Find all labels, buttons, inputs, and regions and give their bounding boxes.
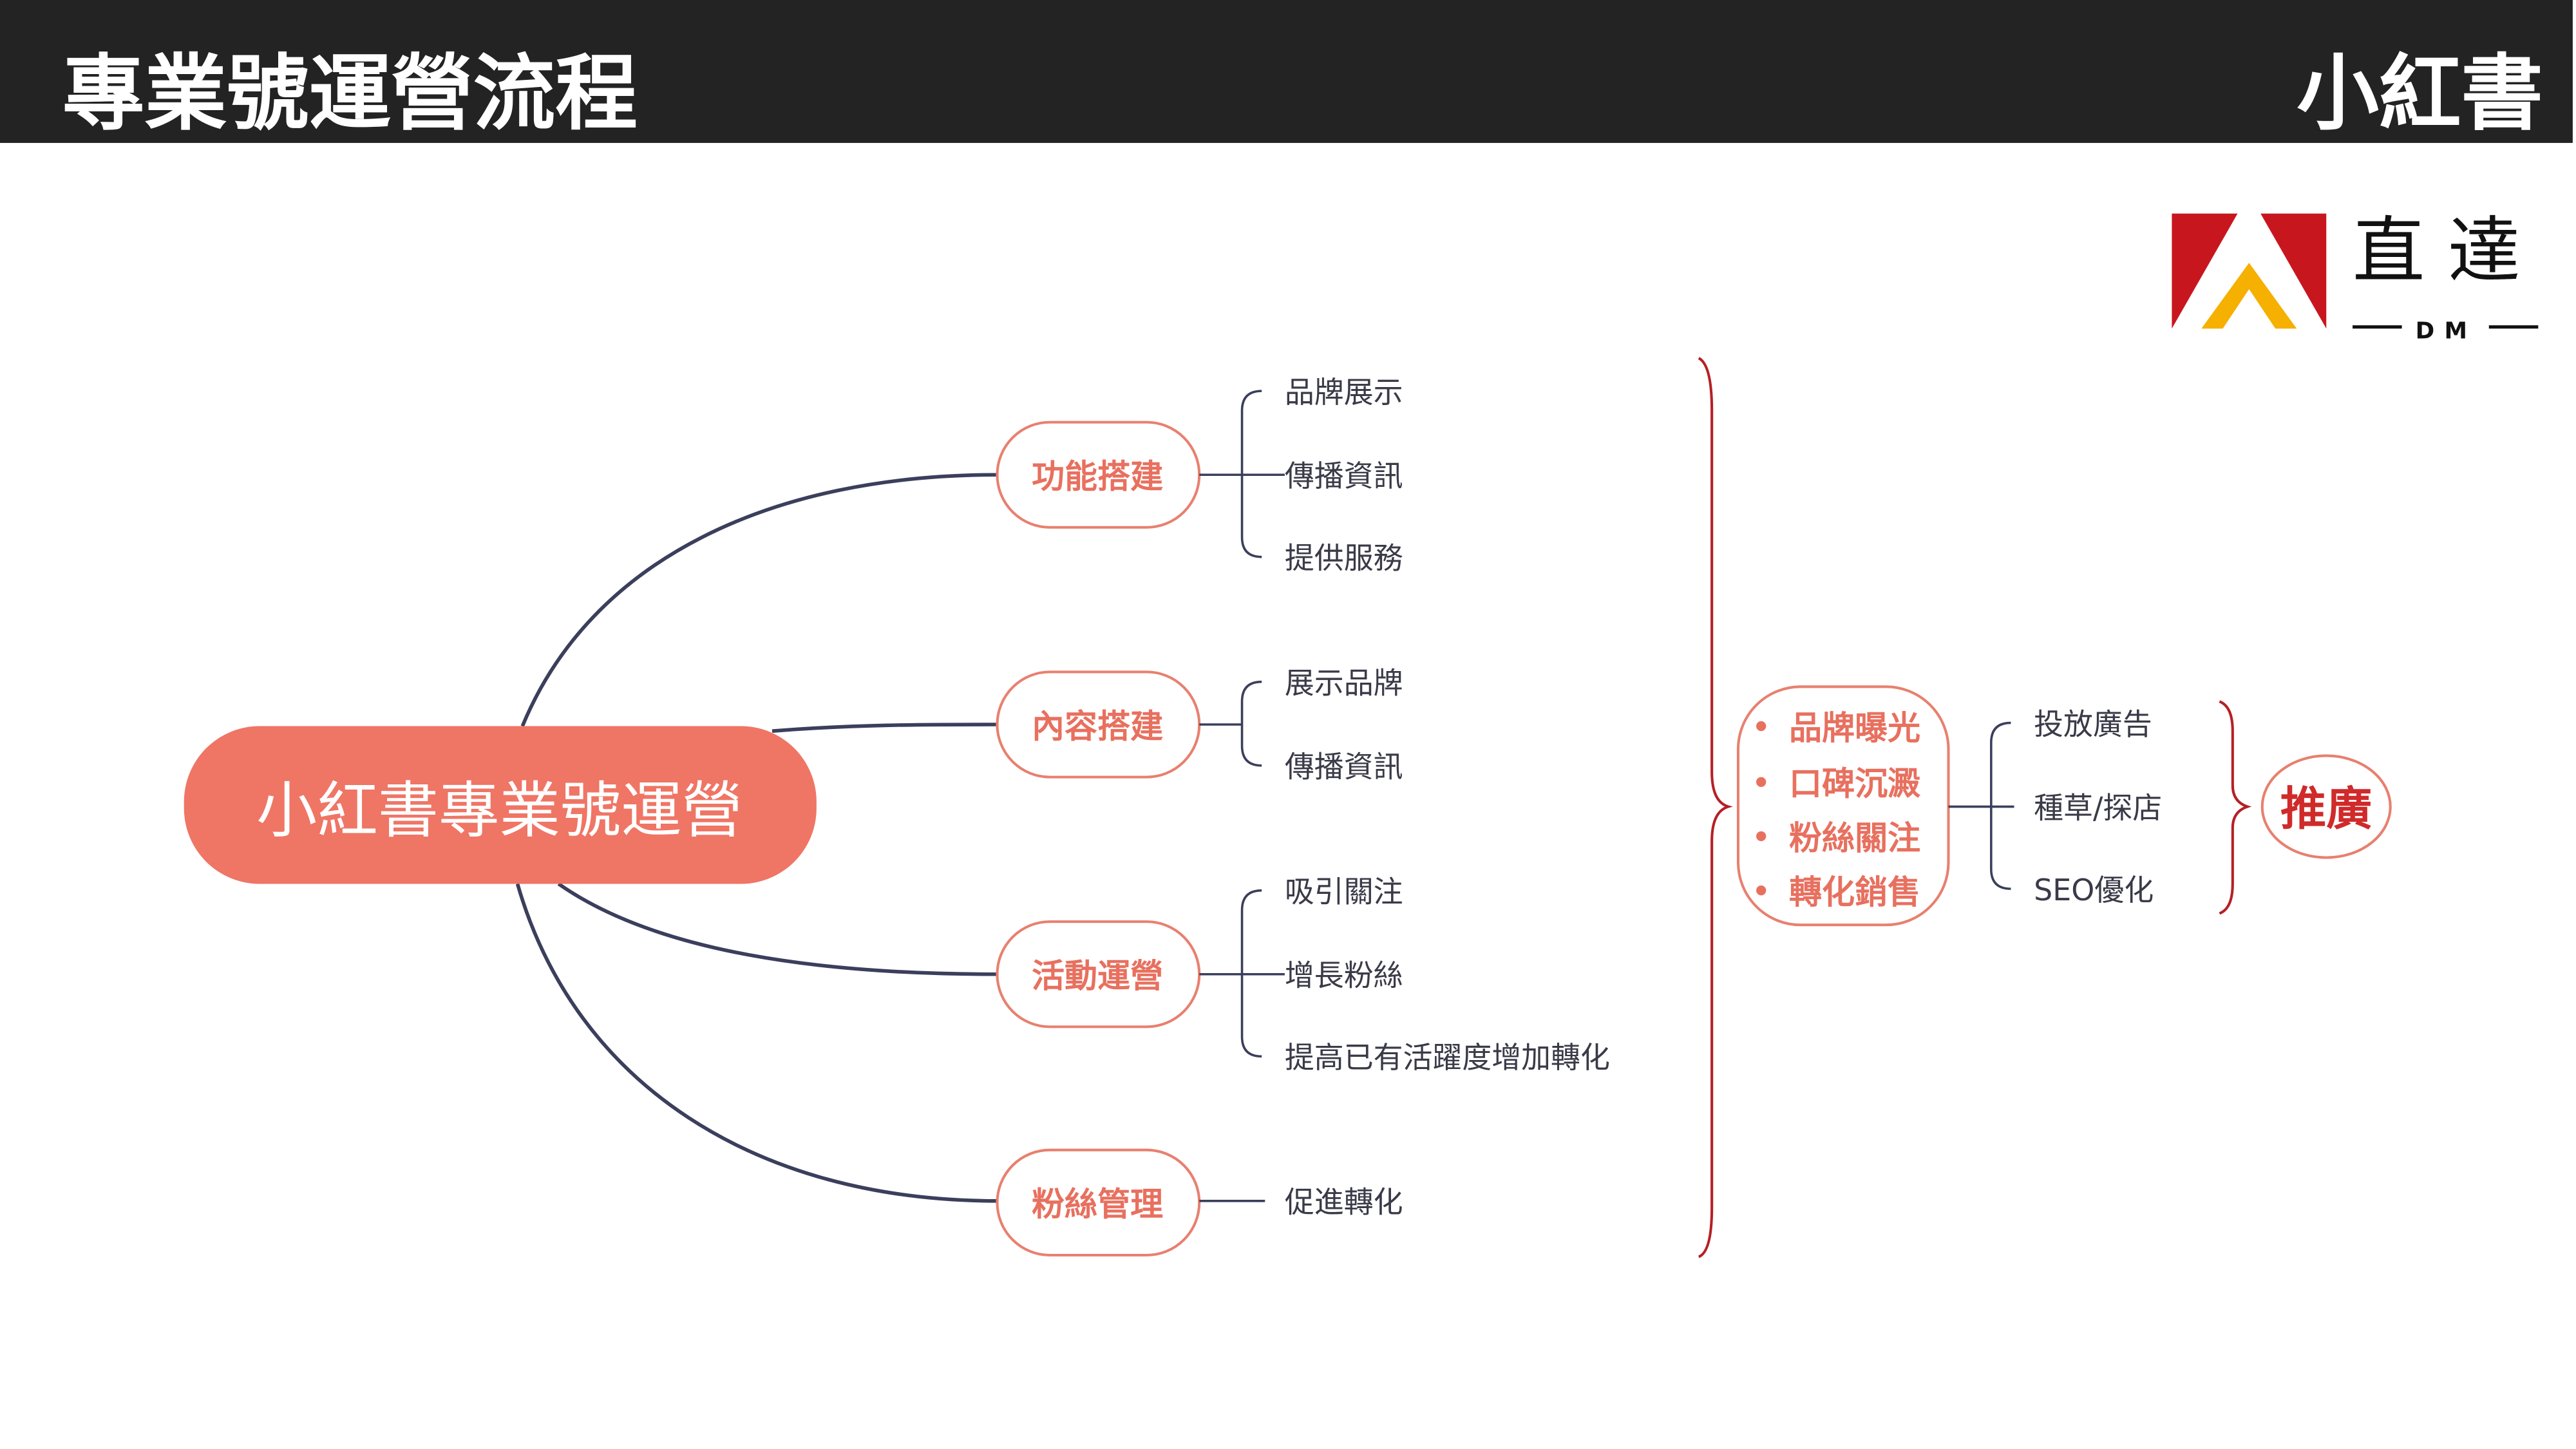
dm-logo: 直達 DM (2172, 210, 2543, 345)
leaf: 展示品牌 (1285, 666, 1403, 701)
leaf: 提高已有活躍度增加轉化 (1285, 1040, 1610, 1075)
center-label: 小紅書專業號運營 (256, 775, 743, 846)
leaf: 提供服務 (1285, 541, 1403, 576)
result-node: 推廣 (2260, 754, 2392, 859)
branch-label: 活動運營 (1032, 958, 1163, 996)
connector-3 (557, 882, 998, 976)
goal-item: 粉絲關注 (1789, 820, 1920, 858)
brand-title: 小紅書 (2297, 46, 2543, 142)
small-brace (2219, 700, 2252, 915)
branch-content: 內容搭建 展示品牌 傳播資訊 (996, 666, 1403, 784)
page-title: 專業號運營流程 (62, 46, 638, 142)
result-label: 推廣 (2280, 782, 2372, 836)
methods-group: 投放廣告 種草/探店 SEO優化 (1948, 706, 2162, 907)
branch-activity: 活動運營 吸引關注 增長粉絲 提高已有活躍度增加轉化 (996, 875, 1610, 1075)
goal-item: 品牌曝光 (1789, 710, 1920, 748)
big-brace (1698, 357, 1733, 1258)
leaf: 傳播資訊 (1285, 459, 1403, 493)
leaf: 吸引關注 (1285, 875, 1403, 909)
leaf: 品牌展示 (1285, 375, 1403, 410)
connector-4 (515, 883, 998, 1203)
branch-label: 內容搭建 (1032, 708, 1163, 746)
logo-text: 直達 (2353, 210, 2543, 294)
connector-2 (772, 723, 998, 734)
center-node (184, 726, 817, 884)
goal-item: 轉化銷售 (1789, 874, 1920, 912)
branch-function: 功能搭建 品牌展示 傳播資訊 提供服務 (996, 375, 1403, 576)
leaf: 增長粉絲 (1285, 958, 1403, 993)
goals-box: 品牌曝光 口碑沉澱 粉絲關注 轉化銷售 (1736, 685, 1950, 927)
branch-label: 粉絲管理 (1032, 1186, 1163, 1224)
leaf: 傳播資訊 (1285, 750, 1403, 784)
branch-label: 功能搭建 (1032, 459, 1163, 497)
logo-sub: DM (2416, 318, 2477, 345)
goal-item: 口碑沉澱 (1789, 766, 1920, 804)
branch-fans: 粉絲管理 促進轉化 (996, 1148, 1403, 1257)
method-item: SEO優化 (2034, 873, 2154, 907)
method-item: 投放廣告 (2034, 706, 2152, 741)
header-bar (0, 0, 2573, 143)
leaf: 促進轉化 (1285, 1185, 1403, 1220)
method-item: 種草/探店 (2034, 790, 2162, 825)
connector-1 (520, 473, 998, 727)
